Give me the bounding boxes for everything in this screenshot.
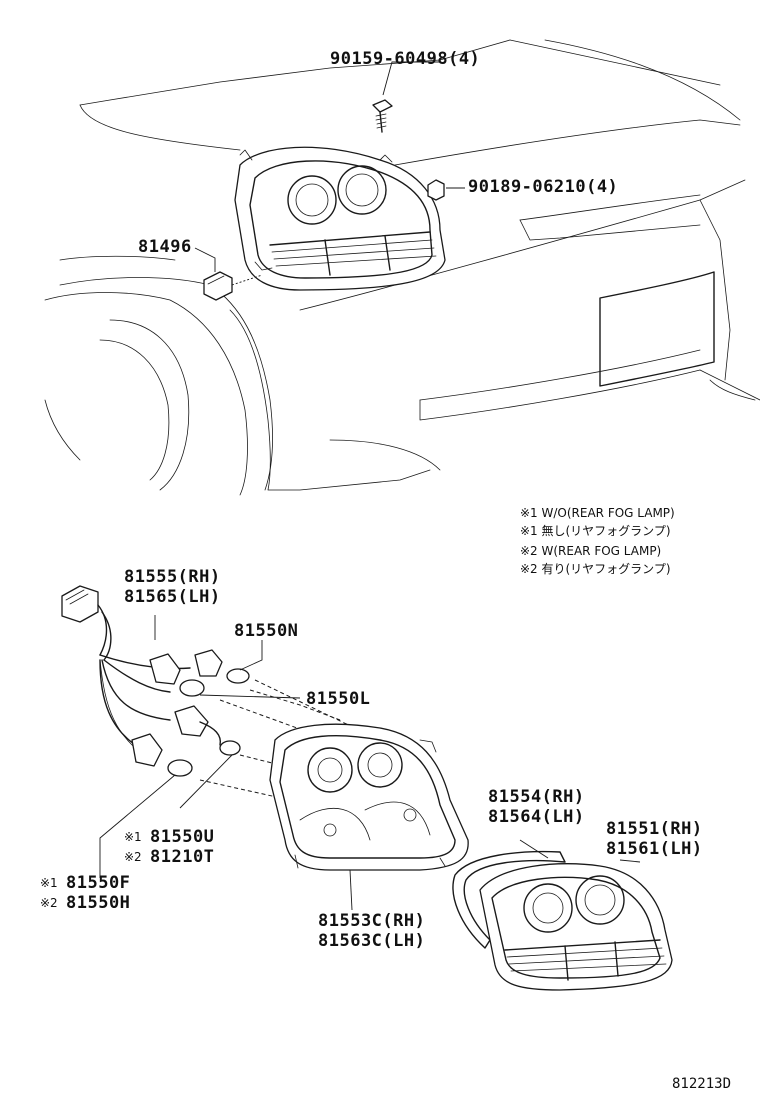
note-2-english: ※2 W(REAR FOG LAMP): [520, 544, 662, 558]
note-2-japanese: ※2 有り(リヤフォグランプ): [520, 562, 671, 576]
marker-1-81550U: ※1: [124, 830, 142, 844]
bolt-90159: [372, 61, 440, 133]
diagram-code: 812213D: [672, 1076, 732, 1092]
label-81550U[interactable]: 81550U: [150, 827, 215, 847]
marker-1-81550F: ※1: [40, 876, 58, 890]
connector-81496: [194, 247, 263, 301]
label-81563C-lh[interactable]: 81563C(LH): [318, 931, 426, 951]
tail-lamp-installed: [234, 146, 446, 291]
label-81551-rh[interactable]: 81551(RH): [606, 819, 703, 839]
label-81561-lh[interactable]: 81561(LH): [606, 839, 703, 859]
label-81564-lh[interactable]: 81564(LH): [488, 807, 585, 827]
wiring-harness: [61, 585, 301, 878]
label-90159-60498[interactable]: 90159-60498(4): [330, 49, 481, 69]
label-81550N[interactable]: 81550N: [234, 621, 299, 641]
lens-81551: [479, 859, 673, 991]
lamp-housing-81553C: [269, 723, 469, 911]
note-1-english: ※1 W/O(REAR FOG LAMP): [520, 506, 675, 520]
label-81555-rh[interactable]: 81555(RH): [124, 567, 221, 587]
vehicle-rear-body: [44, 39, 760, 496]
label-81554-rh[interactable]: 81554(RH): [488, 787, 585, 807]
label-90189-06210[interactable]: 90189-06210(4): [468, 177, 619, 197]
nut-90189: [427, 179, 465, 201]
label-81210T[interactable]: 81210T: [150, 847, 215, 867]
label-81553C-rh[interactable]: 81553C(RH): [318, 911, 426, 931]
marker-2-81550H: ※2: [40, 896, 58, 910]
label-81550H[interactable]: 81550H: [66, 893, 131, 913]
label-81565-lh[interactable]: 81565(LH): [124, 587, 221, 607]
marker-2-81210T: ※2: [124, 850, 142, 864]
note-1-japanese: ※1 無し(リヤフォグランプ): [520, 524, 671, 538]
label-81550F[interactable]: 81550F: [66, 873, 131, 893]
gasket-81554: [452, 839, 566, 949]
label-81496[interactable]: 81496: [138, 237, 192, 257]
label-81550L[interactable]: 81550L: [306, 689, 371, 709]
